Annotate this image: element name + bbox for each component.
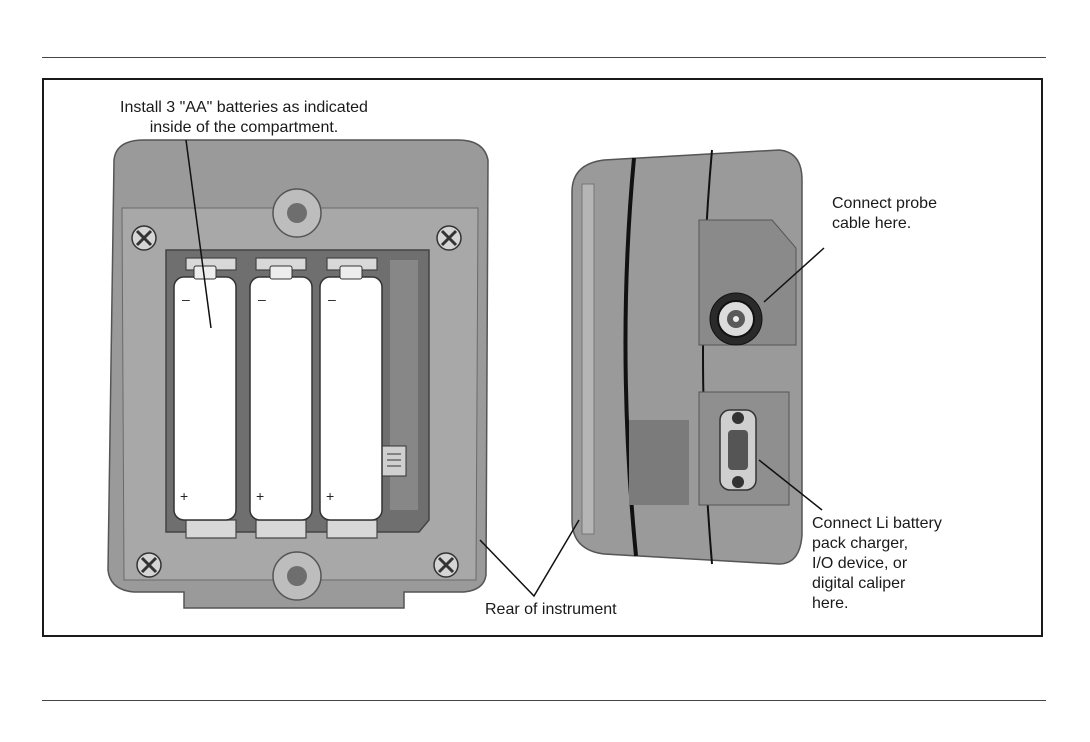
rubber-foot-icon	[273, 189, 321, 237]
connector-icon	[382, 446, 406, 476]
side-view	[572, 150, 802, 564]
rubber-foot-icon	[273, 552, 321, 600]
battery-callout: Install 3 "AA" batteries as indicated in…	[120, 98, 368, 138]
battery-callout-line: Install 3 "AA" batteries as indicated	[120, 98, 368, 118]
screw-icon	[434, 553, 458, 577]
screw-icon	[437, 226, 461, 250]
header-rule	[42, 57, 1046, 58]
charger-callout-line: here.	[812, 594, 942, 614]
charger-callout-line: pack charger,	[812, 534, 942, 554]
battery-callout-line: inside of the compartment.	[120, 118, 368, 138]
charger-callout: Connect Li battery pack charger, I/O dev…	[812, 514, 942, 614]
charger-callout-line: I/O device, or	[812, 554, 942, 574]
battery-plus-mark: +	[256, 488, 264, 504]
rear-view: – – – + + +	[108, 140, 488, 608]
screw-icon	[132, 226, 156, 250]
probe-port-icon	[710, 293, 762, 345]
charger-callout-line: Connect Li battery	[812, 514, 942, 534]
battery-minus-mark: –	[328, 291, 336, 307]
battery-minus-mark: –	[182, 291, 190, 307]
rear-callout-label: Rear of instrument	[485, 600, 617, 620]
figure-frame: – – – + + + In	[42, 78, 1043, 637]
probe-callout-line: Connect probe	[832, 194, 937, 214]
probe-callout-line: cable here.	[832, 214, 937, 234]
screw-icon	[137, 553, 161, 577]
probe-callout: Connect probe cable here.	[832, 194, 937, 234]
footer-rule	[42, 700, 1046, 701]
battery-minus-mark: –	[258, 291, 266, 307]
serial-port-icon	[720, 410, 756, 490]
rear-callout: Rear of instrument	[485, 600, 617, 620]
battery-plus-mark: +	[326, 488, 334, 504]
charger-callout-line: digital caliper	[812, 574, 942, 594]
battery-plus-mark: +	[180, 488, 188, 504]
